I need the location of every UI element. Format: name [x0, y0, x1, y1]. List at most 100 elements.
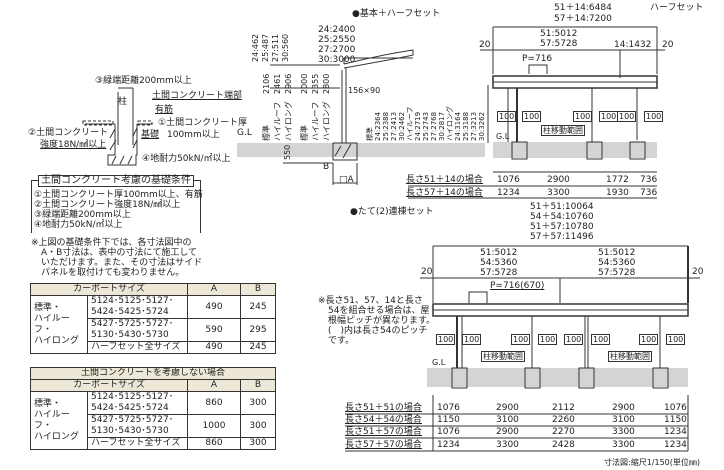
ground-level-label: G.L — [237, 128, 252, 138]
type-label: 標準 — [300, 125, 309, 141]
total-height-label: ハイルーフ — [406, 106, 414, 141]
total-height-label: 30:2817 — [438, 111, 446, 141]
pitch-label: P=716 — [522, 54, 553, 64]
scale-note: 寸法図:縮尺1/150(単位㎜) — [604, 458, 700, 467]
condition-item: ④地耐力50kN/㎡以上 — [34, 220, 123, 230]
type-label: ハイルーフ — [311, 101, 320, 141]
offset-right-marker: 100 — [538, 334, 558, 345]
offset-left-marker: 100 — [573, 111, 593, 122]
header-a: A — [187, 379, 241, 392]
dimension-value: 1076 — [437, 403, 460, 413]
tandem-front-drawing — [420, 245, 700, 368]
dimension-value: 2900 — [496, 427, 519, 437]
offset-left-marker: 100 — [436, 334, 456, 345]
dimension-value: 3300 — [496, 440, 519, 450]
tandem-note-line: 54を組合せる場合は、屋 — [328, 306, 430, 316]
height-label: 2106 — [262, 73, 271, 94]
type-label: ハイロング — [322, 101, 331, 141]
post-range-label: 柱移動範囲 — [541, 125, 585, 136]
section-title: ●たて(2)連棟セット — [350, 207, 434, 217]
total-height-label: 24:2719 — [414, 111, 422, 141]
type-label: ハイルーフ — [273, 101, 282, 141]
total-length-label: 57＋57:11496 — [530, 232, 594, 242]
total-height-label: 27:2768 — [430, 111, 438, 141]
margin-label: 20 — [692, 267, 704, 277]
slab-thickness-value: 100mm以上 — [167, 130, 220, 140]
dimension-value: 736 — [640, 188, 658, 198]
total-length-label: 54＋54:10760 — [530, 212, 594, 222]
note-line: ※上図の基礎条件下では、各寸法図中の — [31, 238, 192, 248]
basic-half-front-drawing — [480, 26, 665, 142]
slab-edge-label: 土間コンクリート端部 — [152, 91, 243, 101]
row-label: 長さ51＋14の場合 — [406, 175, 483, 185]
dimension-value: 1234 — [664, 440, 687, 450]
offset-left-marker: 100 — [617, 111, 637, 122]
bearing-label: ④地耐力50kN/㎡以上 — [142, 154, 231, 164]
eave-offset-label: 25:487 — [261, 33, 270, 62]
tandem-note-line: です。 — [328, 336, 355, 346]
header-b: B — [240, 283, 276, 296]
foundation-label: 基礎 — [141, 130, 160, 140]
row-label: 長さ54＋54の場合 — [345, 415, 422, 425]
total-height-label: 30:2462 — [398, 111, 406, 141]
dimension-value: 2428 — [552, 440, 575, 450]
dimension-value: 1076 — [497, 175, 520, 185]
tandem-note-line: ( )内は長さ54のピッチ — [328, 326, 428, 336]
offset-right-marker: 100 — [599, 111, 619, 122]
height-label: 2000 — [300, 73, 309, 94]
slab-strength-label: ②土間コンクリート — [28, 128, 109, 138]
rebar-label: 有筋 — [155, 105, 174, 115]
unit-length-label: 54:5360 — [598, 258, 636, 268]
depth-label: 27:2700 — [318, 45, 356, 55]
table-title: 土間コンクリートを考慮しない場合 — [30, 367, 276, 380]
dimension-b-label: B — [323, 162, 330, 172]
section-title: ●基本＋ハーフセット — [352, 9, 441, 19]
total-height-label: 25:2388 — [382, 111, 390, 141]
tandem-footings — [345, 367, 689, 452]
dimension-value: 2270 — [552, 427, 575, 437]
offset-right-marker: 100 — [522, 111, 542, 122]
total-length-label: 51＋14:6484 — [554, 3, 612, 13]
row-label: 長さ51＋51の場合 — [345, 403, 422, 413]
slab-thickness-label: ①土間コンクリート厚 — [158, 118, 248, 128]
dimension-value: 2900 — [547, 175, 570, 185]
dimension-value: 3100 — [612, 415, 635, 425]
main-length-label: 51:5012 — [540, 29, 578, 39]
pillar-label: 柱 — [118, 97, 128, 107]
total-length-label: 57＋14:7200 — [554, 14, 612, 24]
pitch-label: P=716(670) — [490, 281, 545, 291]
half-length-label: 14:1432 — [614, 40, 652, 50]
dimension-value: 1234 — [664, 427, 687, 437]
embed-depth-label: 550 — [283, 144, 292, 160]
offset-right-marker: 100 — [666, 334, 686, 345]
header-size: カーポートサイズ — [30, 379, 188, 392]
offset-left-marker: 100 — [564, 334, 584, 345]
unit-length-label: 54:5360 — [480, 258, 518, 268]
row-label: 長さ57＋14の場合 — [406, 188, 483, 198]
height-label: 2800 — [322, 73, 331, 94]
dimension-value: 3300 — [547, 188, 570, 198]
foundation-detail-drawing — [82, 87, 153, 166]
header-size: カーポートサイズ — [30, 283, 188, 296]
offset-right-marker: 100 — [591, 334, 611, 345]
eave-offset-label: 24:462 — [251, 33, 260, 62]
dimension-value: 3100 — [496, 415, 519, 425]
tandem-note-line: 根幅ピッチが異なります。 — [328, 316, 436, 326]
dimension-value: 1234 — [437, 440, 460, 450]
dimension-value: 2260 — [552, 415, 575, 425]
total-height-label: ハイロング — [446, 106, 454, 141]
total-length-label: 51＋51:10064 — [530, 202, 594, 212]
total-height-label: 30:3262 — [478, 111, 486, 141]
dimension-value: 1234 — [497, 188, 520, 198]
offset-left-marker: 100 — [639, 334, 659, 345]
total-height-label: 27:3213 — [470, 111, 478, 141]
main-length-label: 57:5728 — [540, 39, 578, 49]
unit-length-label: 57:5728 — [598, 268, 636, 278]
offset-right-marker: 100 — [462, 334, 482, 345]
dimension-value: 2900 — [496, 403, 519, 413]
total-height-label: 25:2743 — [422, 111, 430, 141]
